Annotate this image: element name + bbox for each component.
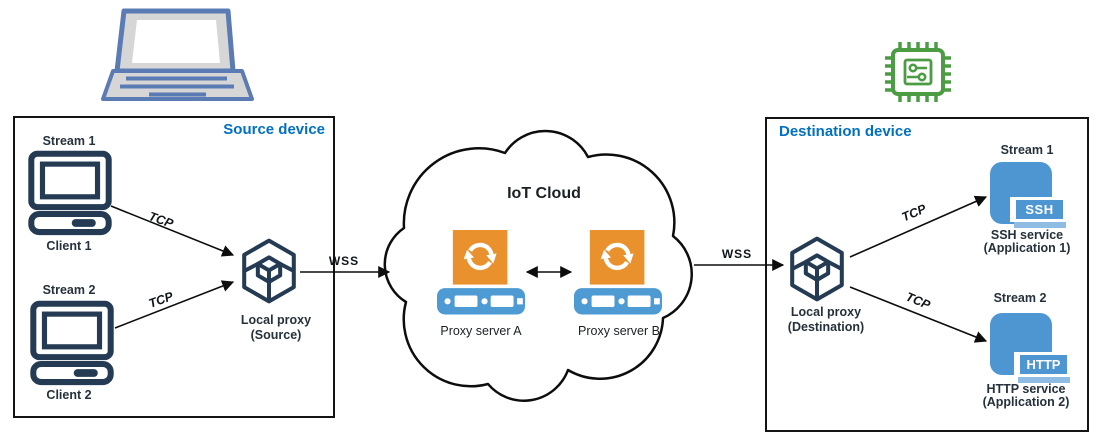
- source-device-box: [13, 116, 335, 418]
- proxy-server-b-icon: [574, 230, 662, 314]
- client2-label: Client 2: [46, 388, 92, 402]
- http-badge-shadow: [1018, 377, 1070, 383]
- ssh-service-label-line1: SSH service: [990, 228, 1064, 242]
- wss-label-left: WSS: [328, 254, 360, 268]
- dest-proxy-label-line2: (Destination): [787, 320, 865, 334]
- ssh-badge: SSH: [1010, 197, 1068, 230]
- ssh-service-label-line2: (Application 1): [983, 241, 1071, 255]
- http-service-label-line2: (Application 2): [982, 395, 1070, 409]
- http-badge: HTTP: [1014, 352, 1072, 385]
- client1-label: Client 1: [46, 239, 92, 253]
- iot-cloud-title: IoT Cloud: [507, 185, 581, 202]
- source-stream2-label: Stream 2: [42, 283, 96, 297]
- destination-device-box: [765, 117, 1089, 432]
- dest-proxy-label-line1: Local proxy: [790, 305, 862, 319]
- destination-device-title: Destination device: [779, 123, 912, 140]
- proxy-server-b-label: Proxy server B: [578, 324, 660, 338]
- proxy-server-a-icon: [437, 230, 525, 314]
- laptop-icon: [101, 8, 254, 101]
- chip-icon: [885, 42, 951, 102]
- ssh-badge-shadow: [1014, 222, 1066, 228]
- cloud-shape: [383, 129, 693, 402]
- source-proxy-label-line1: Local proxy: [240, 313, 312, 327]
- wss-label-right: WSS: [721, 247, 753, 261]
- dest-stream1-label: Stream 1: [1000, 143, 1054, 157]
- ssh-badge-text: SSH: [1016, 200, 1063, 219]
- source-proxy-label-line2: (Source): [250, 328, 302, 342]
- source-device-title: Source device: [223, 121, 325, 138]
- source-stream1-label: Stream 1: [42, 134, 96, 148]
- dest-stream2-label: Stream 2: [993, 291, 1047, 305]
- proxy-server-a-label: Proxy server A: [440, 324, 522, 338]
- http-badge-text: HTTP: [1020, 355, 1067, 374]
- http-service-label-line1: HTTP service: [986, 382, 1066, 396]
